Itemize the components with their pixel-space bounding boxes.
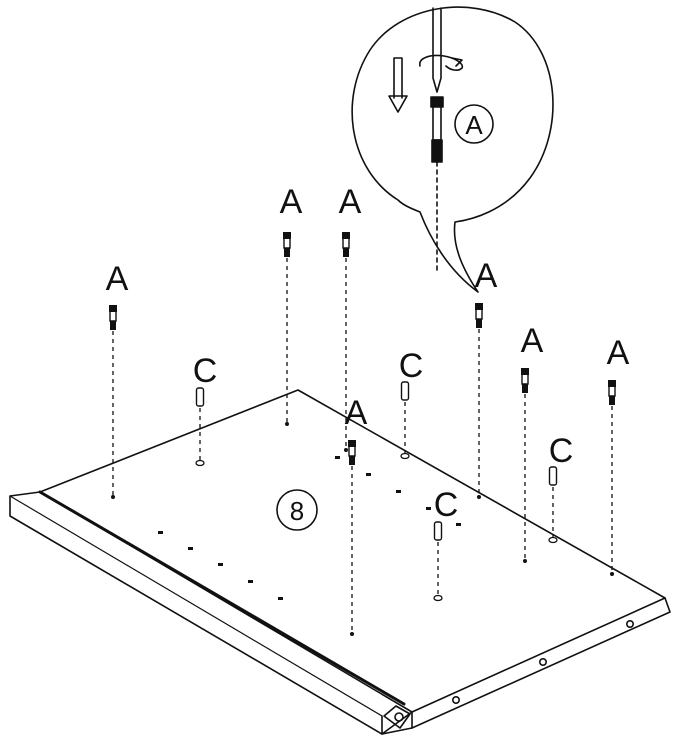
- screw-a: [109, 305, 117, 499]
- part-number-circle: [276, 489, 318, 531]
- screw-label: A: [607, 334, 630, 372]
- screw-label: A: [106, 260, 129, 298]
- part-number: 8: [290, 496, 304, 526]
- screw-label: A: [345, 394, 368, 432]
- dowel-c: [433, 521, 443, 602]
- dowel-c: [400, 381, 410, 460]
- screwdriver-icon: [388, 7, 464, 113]
- screw-label: A: [280, 183, 303, 221]
- dowel-label: C: [434, 486, 459, 524]
- screw-a: [342, 232, 350, 452]
- callout-label: A: [465, 110, 483, 140]
- screw-a: [348, 440, 356, 636]
- panel-board: [9, 389, 671, 735]
- dowel-label: C: [549, 432, 574, 470]
- dowel-c: [548, 466, 558, 544]
- screw-group: [109, 232, 616, 636]
- detail-screw-icon: [430, 96, 444, 271]
- screw-label: A: [339, 183, 362, 221]
- screw-a: [521, 368, 529, 563]
- dowel-c: [195, 387, 205, 467]
- screw-a: [608, 380, 616, 576]
- screw-a: [475, 303, 483, 499]
- screw-label: A: [521, 322, 544, 360]
- panel-holes: [158, 456, 461, 600]
- dowel-label: C: [193, 352, 218, 390]
- detail-magnifier: [351, 6, 554, 293]
- screw-a: [283, 232, 291, 426]
- dowel-label: C: [399, 347, 424, 385]
- dowel-group: [195, 381, 558, 602]
- callout-circle: [454, 104, 494, 144]
- screw-label: A: [475, 257, 498, 295]
